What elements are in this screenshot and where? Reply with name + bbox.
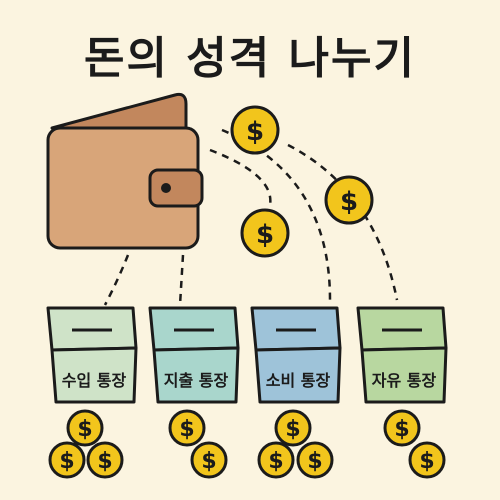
account-box xyxy=(148,306,240,404)
svg-text:$: $ xyxy=(307,449,322,474)
svg-text:$: $ xyxy=(268,449,283,474)
account-label: 수입 통장 xyxy=(61,371,127,390)
coin-icon: $ xyxy=(190,441,228,479)
flying-coins: $ $ $ xyxy=(230,105,374,258)
svg-text:$: $ xyxy=(179,417,194,442)
coin-icon: $ xyxy=(324,175,374,225)
svg-text:$: $ xyxy=(419,449,434,474)
account-label: 자유 통장 xyxy=(371,371,437,390)
svg-text:$: $ xyxy=(394,417,409,442)
account-box xyxy=(356,306,448,404)
coin-icon: $ xyxy=(230,105,280,155)
svg-text:$: $ xyxy=(285,417,300,442)
coin-icon: $ xyxy=(86,441,124,479)
account-label: 지출 통장 xyxy=(163,371,229,390)
coin-icon: $ xyxy=(48,441,86,479)
svg-text:$: $ xyxy=(246,117,264,147)
svg-text:$: $ xyxy=(340,187,358,217)
coin-icon: $ xyxy=(168,409,206,447)
account-label: 소비 통장 xyxy=(265,371,331,390)
svg-text:$: $ xyxy=(97,449,112,474)
coin-stacks: $$$$$$$$$$ xyxy=(48,409,446,479)
coin-icon: $ xyxy=(274,409,312,447)
coin-icon: $ xyxy=(408,441,446,479)
coin-icon: $ xyxy=(257,441,295,479)
account-box xyxy=(250,306,342,404)
svg-text:$: $ xyxy=(77,417,92,442)
svg-text:$: $ xyxy=(256,220,274,250)
account-boxes xyxy=(46,306,448,404)
coin-icon: $ xyxy=(296,441,334,479)
svg-text:$: $ xyxy=(201,449,216,474)
account-box xyxy=(46,306,138,404)
wallet-icon xyxy=(46,92,204,250)
page-title: 돈의 성격 나누기 xyxy=(84,33,416,84)
coin-icon: $ xyxy=(383,409,421,447)
coin-icon: $ xyxy=(240,208,290,258)
svg-text:$: $ xyxy=(59,449,74,474)
coin-icon: $ xyxy=(66,409,104,447)
